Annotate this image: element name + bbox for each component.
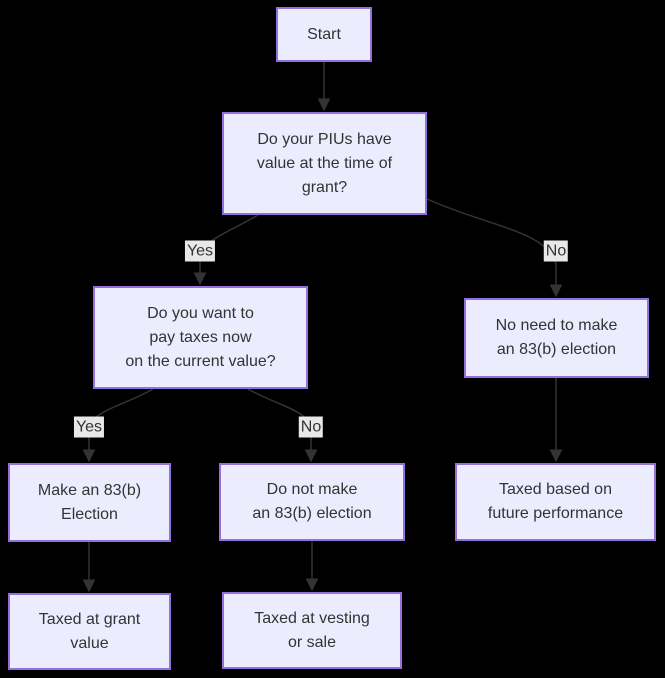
- node-piu-value-question: Do your PIUs have value at the time of g…: [222, 112, 427, 215]
- node-do-not-make-election: Do not make an 83(b) election: [219, 463, 405, 541]
- node-make-election: Make an 83(b) Election: [8, 463, 171, 542]
- node-taxed-vesting-sale: Taxed at vesting or sale: [222, 592, 402, 669]
- edge-label-taxes-yes: Yes: [73, 416, 105, 438]
- node-taxed-grant-value: Taxed at grant value: [8, 593, 171, 670]
- edge-label-piu-yes: Yes: [184, 240, 216, 262]
- node-start: Start: [276, 7, 372, 62]
- edge-label-piu-no: No: [543, 240, 569, 262]
- node-pay-taxes-question: Do you want to pay taxes now on the curr…: [93, 286, 308, 389]
- node-taxed-future-performance: Taxed based on future performance: [455, 463, 656, 541]
- edge-piu-no: [426, 198, 563, 298]
- edge-label-taxes-no: No: [298, 416, 324, 438]
- node-no-need-election: No need to make an 83(b) election: [464, 298, 649, 378]
